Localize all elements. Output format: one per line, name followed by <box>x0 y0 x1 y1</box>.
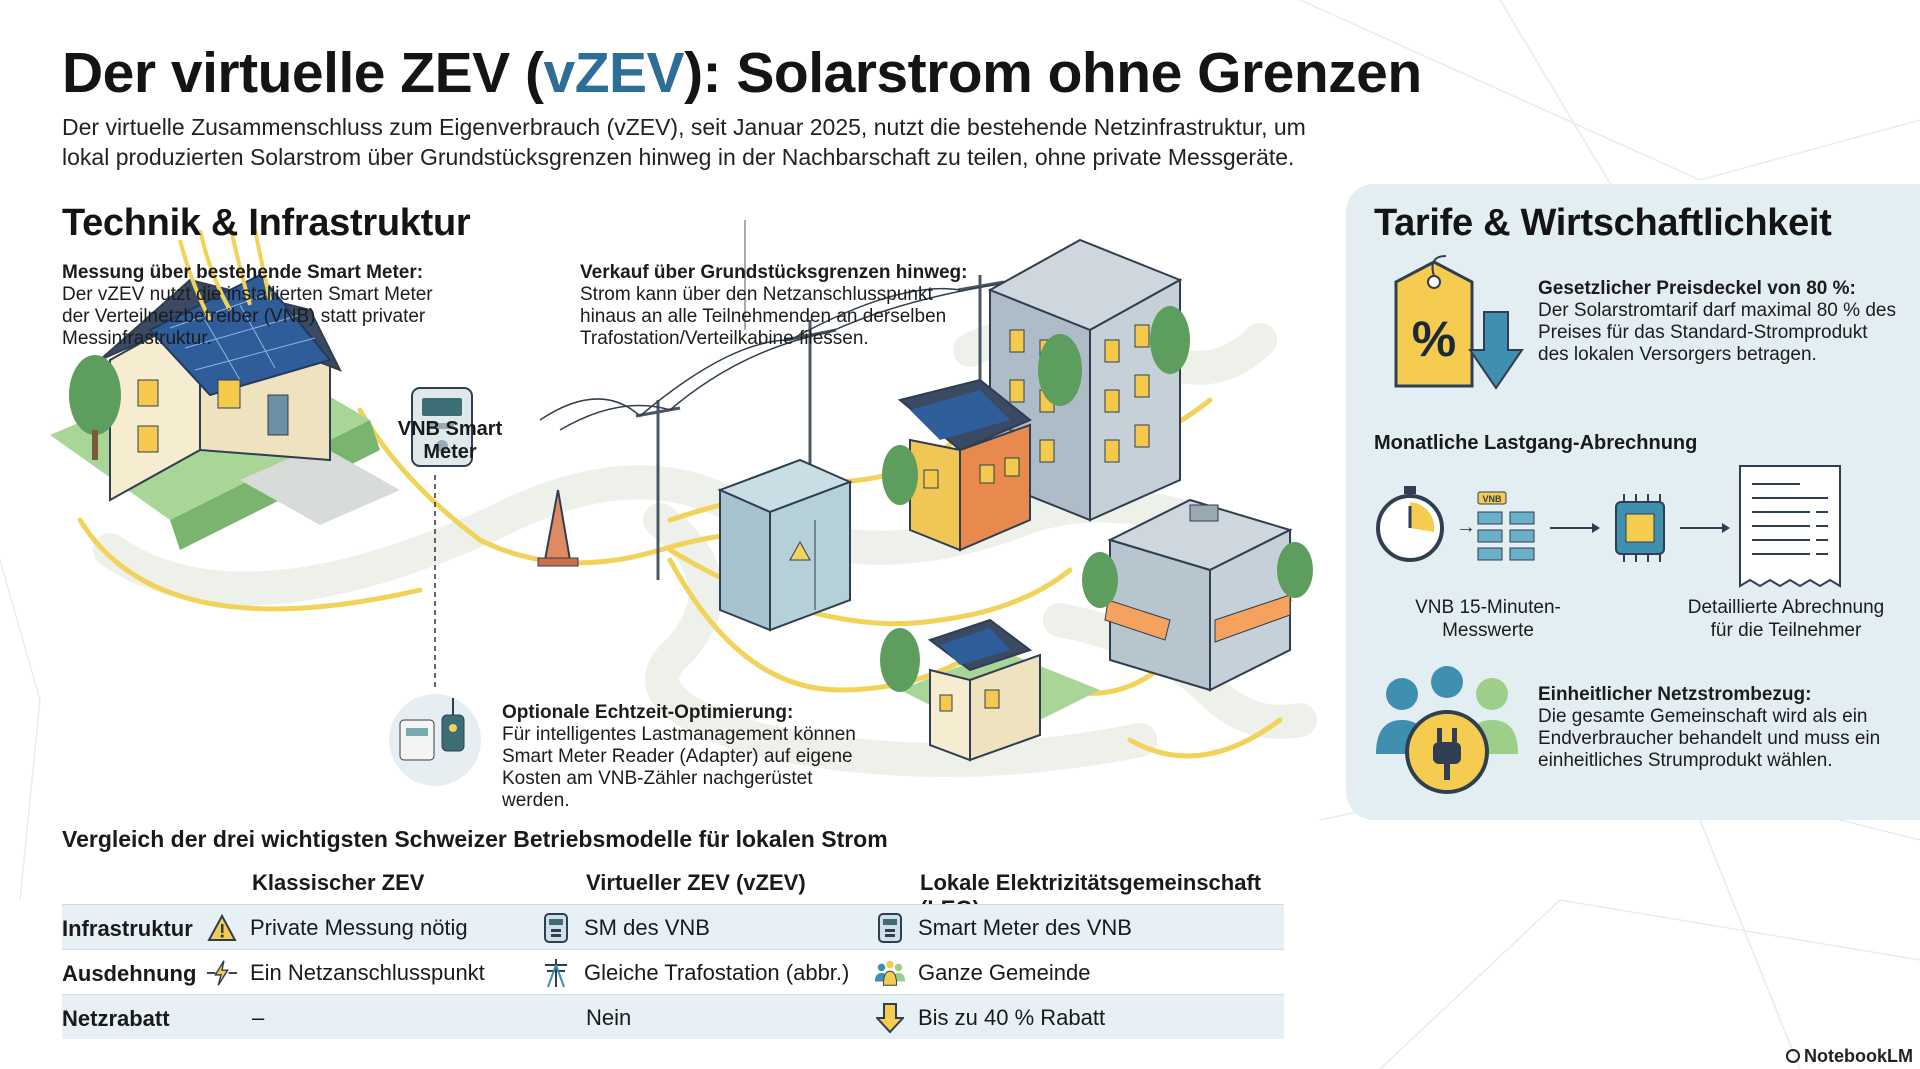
neighborhood-illustration <box>50 220 1317 786</box>
brand-logo: NotebookLM <box>1786 1046 1913 1067</box>
tarife-heading: Tarife & Wirtschaftlichkeit <box>1374 202 1832 244</box>
lastgang-heading: Monatliche Lastgang-Abrechnung <box>1374 432 1698 454</box>
table-cell: Bis zu 40 % Rabatt <box>874 995 1105 1040</box>
row-label: Infrastruktur <box>62 916 193 941</box>
brand-icon <box>1786 1049 1800 1063</box>
column-header: Virtueller ZEV (vZEV) <box>586 870 806 895</box>
optional-title: Optionale Echtzeit-Optimierung: <box>502 702 794 723</box>
row-label: Ausdehnung <box>62 961 197 986</box>
lightning-icon <box>206 957 238 989</box>
table-row: Ausdehnung Ein Netzanschlusspunkt Gleich… <box>62 949 1284 994</box>
messung-title: Messung über bestehende Smart Meter: <box>62 262 424 283</box>
percent-symbol: % <box>1412 311 1456 367</box>
title-highlight: vZEV <box>543 41 685 105</box>
abrechnung-caption: Detaillierte Abrechnung für die Teilnehm… <box>1687 597 1885 641</box>
netzstrom-text: Die gesamte Gemeinschaft wird als ein En… <box>1538 706 1881 771</box>
messung-text: Der vZEV nutzt die installierten Smart M… <box>62 284 433 349</box>
table-row: Netzrabatt – Nein Bis zu 40 % Rabatt <box>62 994 1284 1039</box>
price-tag-icon: % <box>1394 255 1524 390</box>
row-label: Netzrabatt <box>62 1006 170 1031</box>
community-plug-icon <box>1376 666 1518 794</box>
comparison-header-row: Klassischer ZEV Virtueller ZEV (vZEV) Lo… <box>62 862 1284 921</box>
billing-flow-diagram: → VNB <box>1376 465 1841 588</box>
preisdeckel-note: Gesetzlicher Preisdeckel von 80 %: Der S… <box>1538 278 1898 366</box>
table-cell: Gleiche Trafostation (abbr.) <box>540 950 849 995</box>
table-cell: Private Messung nötig <box>206 905 468 950</box>
stopwatch-icon <box>1376 486 1444 562</box>
optional-note: Optionale Echtzeit-Optimierung: Für inte… <box>502 702 882 812</box>
table-row: Infrastruktur Private Messung nötig SM d… <box>62 904 1284 949</box>
messwerte-caption: VNB 15-Minuten-Messwerte <box>1415 597 1561 641</box>
comparison-table: Klassischer ZEV Virtueller ZEV (vZEV) Lo… <box>62 862 1284 1039</box>
messung-note: Messung über bestehende Smart Meter: Der… <box>62 262 442 350</box>
verkauf-note: Verkauf über Grundstücksgrenzen hinweg: … <box>580 262 980 350</box>
page-subtitle: Der virtuelle Zusammenschluss zum Eigenv… <box>62 114 1306 170</box>
page-title: Der virtuelle ZEV (vZEV): Solarstrom ohn… <box>62 41 1422 105</box>
preisdeckel-title: Gesetzlicher Preisdeckel von 80 %: <box>1538 278 1856 299</box>
svg-text:→: → <box>1456 516 1476 538</box>
table-cell: Smart Meter des VNB <box>874 905 1132 950</box>
column-header: Klassischer ZEV <box>252 870 425 895</box>
smart-meter-icon <box>540 912 572 944</box>
arrow-down-icon <box>874 1002 906 1034</box>
processor-icon <box>1615 494 1665 562</box>
community-icon <box>874 957 906 989</box>
verkauf-text: Strom kann über den Netzanschlusspunkt h… <box>580 284 947 349</box>
pylon-icon <box>540 957 572 989</box>
svg-text:VNB: VNB <box>1482 494 1502 504</box>
warning-icon <box>206 912 238 944</box>
table-cell: Nein <box>586 1004 632 1030</box>
smart-meter-icon <box>874 912 906 944</box>
data-grid-icon: VNB <box>1477 491 1535 561</box>
table-cell: Ganze Gemeinde <box>874 950 1090 995</box>
optional-text: Für intelligentes Lastmanagement können … <box>502 724 856 811</box>
verkauf-title: Verkauf über Grundstücksgrenzen hinweg: <box>580 262 968 283</box>
table-cell: Ein Netzanschlusspunkt <box>206 950 485 995</box>
netzstrom-title: Einheitlicher Netzstrombezug: <box>1538 684 1812 705</box>
preisdeckel-text: Der Solarstromtarif darf maximal 80 % de… <box>1538 300 1896 365</box>
invoice-icon <box>1739 465 1841 588</box>
table-cell: – <box>252 1004 265 1030</box>
smart-meter-label: VNB Smart Meter <box>397 418 503 463</box>
table-cell: SM des VNB <box>540 905 710 950</box>
netzstrom-note: Einheitlicher Netzstrombezug: Die gesamt… <box>1538 684 1898 772</box>
comparison-title: Vergleich der drei wichtigsten Schweizer… <box>62 826 888 852</box>
technik-heading: Technik & Infrastruktur <box>62 202 471 244</box>
